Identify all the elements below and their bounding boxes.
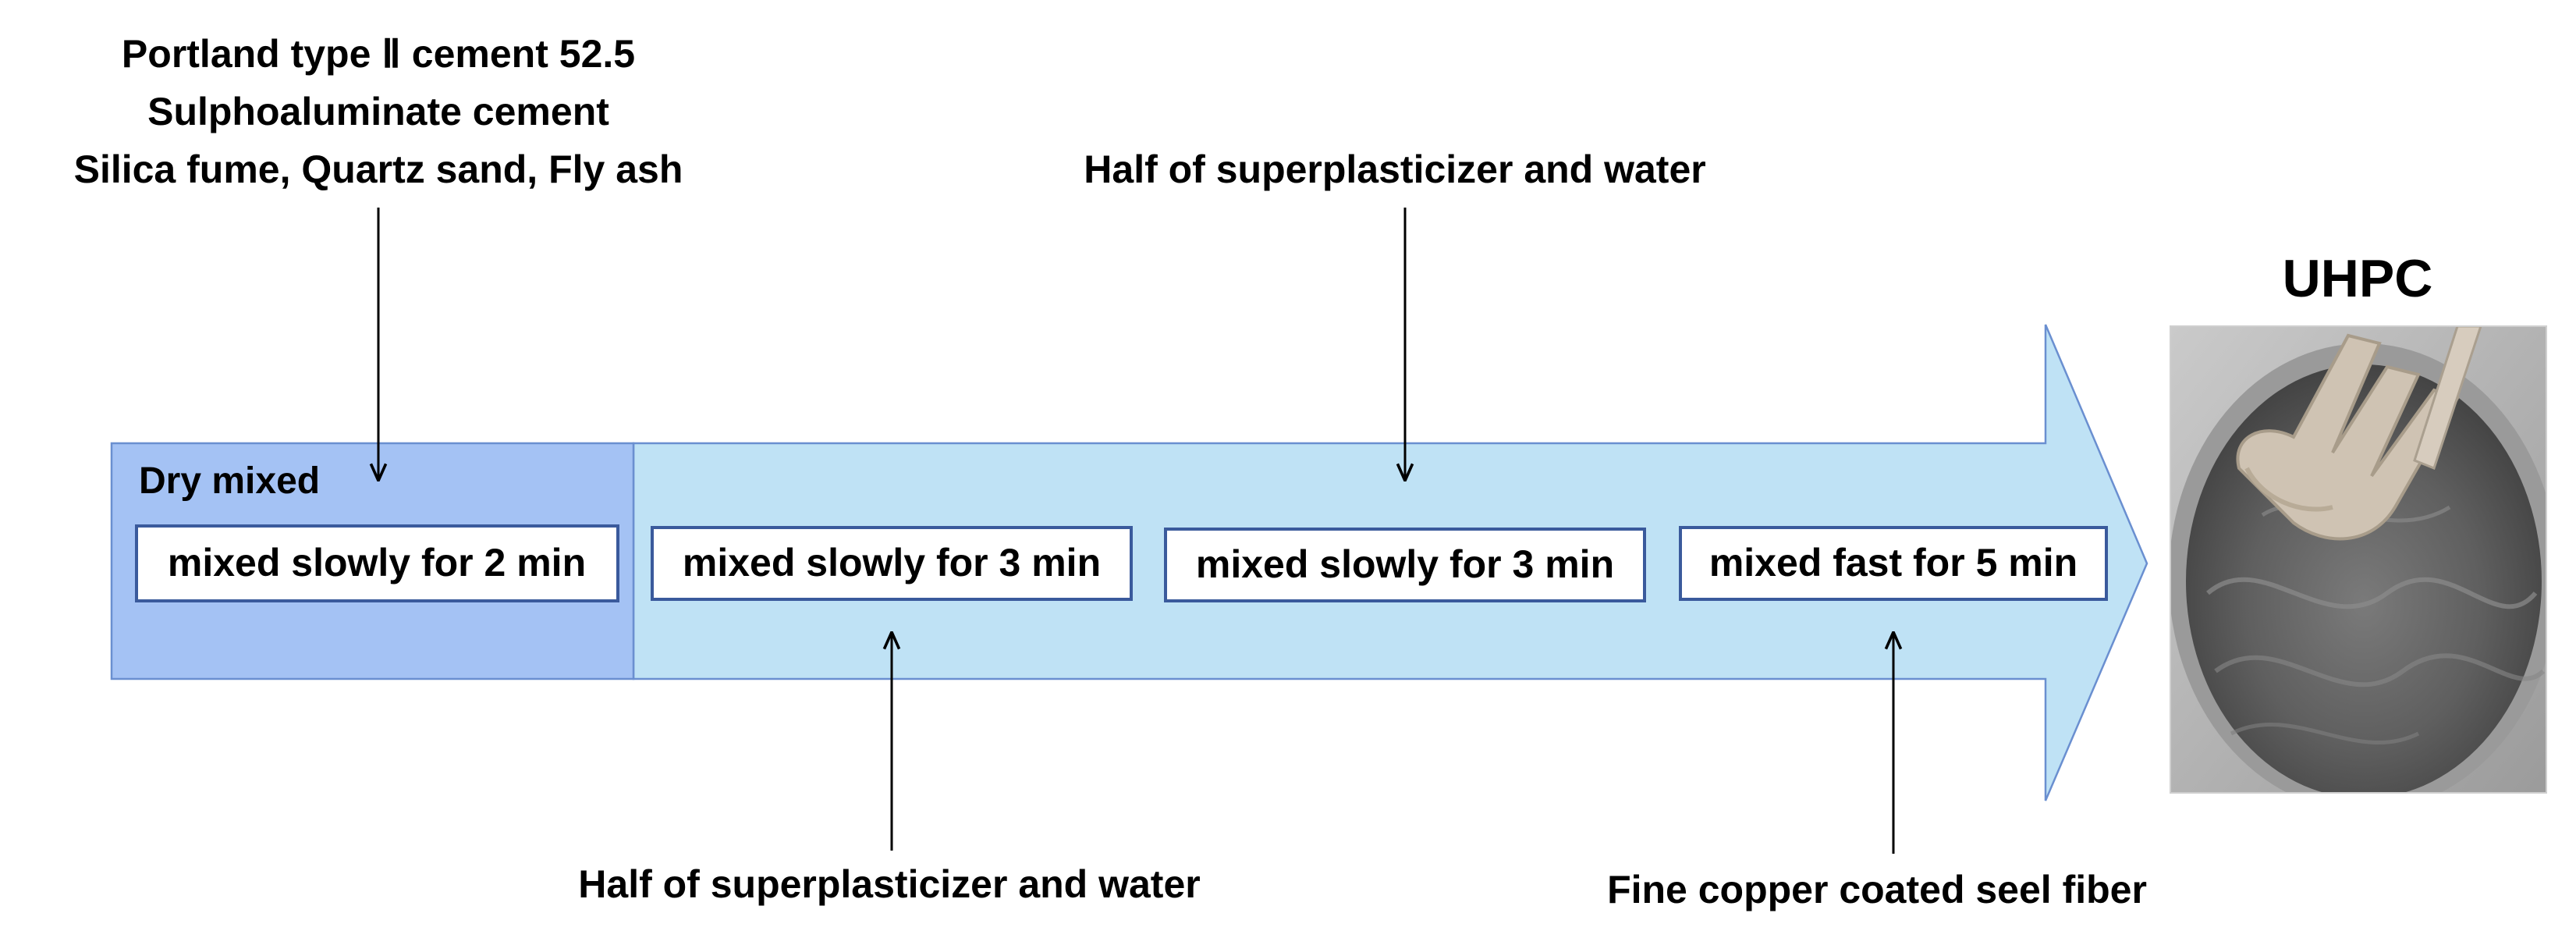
step-label-3: mixed slowly for 3 min	[1196, 542, 1614, 586]
input-top-left-line3: Silica fume, Quartz sand, Fly ash	[74, 147, 683, 191]
input-bottom-left: Half of superplasticizer and water	[578, 862, 1200, 906]
step-box-1: mixed slowly for 2 min	[135, 524, 619, 602]
step-label-4: mixed fast for 5 min	[1709, 541, 2077, 584]
input-top-left-line2: Sulphoaluminate cement	[147, 90, 609, 133]
step-box-2: mixed slowly for 3 min	[651, 526, 1133, 601]
input-top-left-line1: Portland type Ⅱ cement 52.5	[122, 32, 635, 76]
step-label-1: mixed slowly for 2 min	[168, 541, 586, 584]
input-bottom-right: Fine copper coated seel fiber	[1607, 868, 2147, 911]
uhpc-photo	[2170, 326, 2546, 793]
step-box-3: mixed slowly for 3 min	[1164, 528, 1646, 602]
step-box-4: mixed fast for 5 min	[1679, 526, 2108, 601]
uhpc-photo-frame	[2170, 325, 2547, 794]
step-label-2: mixed slowly for 3 min	[683, 541, 1101, 584]
input-top-middle: Half of superplasticizer and water	[1084, 147, 1705, 191]
dry-mixed-label: Dry mixed	[139, 460, 320, 502]
result-label: UHPC	[2283, 249, 2433, 308]
